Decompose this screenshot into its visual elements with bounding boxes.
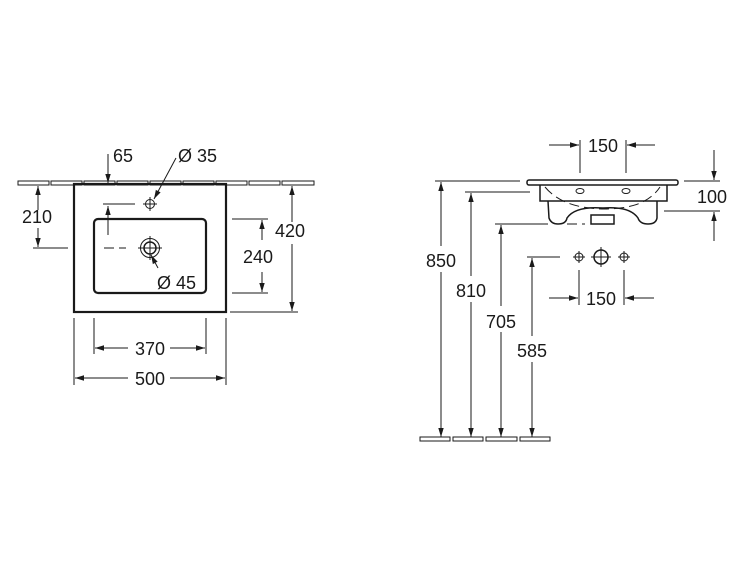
waste-outlet-icon — [591, 247, 611, 267]
basin-rim — [526, 179, 679, 186]
dim-tap-hole: Ø 35 — [178, 146, 217, 166]
dim-rim-height: 850 — [426, 251, 456, 271]
dim-trap-height: 705 — [486, 312, 516, 332]
dim-total-width: 500 — [135, 369, 165, 389]
drain-hole-icon — [138, 236, 162, 260]
dim-underside-height: 810 — [456, 281, 486, 301]
dim-drain-depth: 210 — [22, 207, 52, 227]
bowl-outline — [92, 217, 208, 295]
dim-supply-spacing: 150 — [586, 289, 616, 309]
dim-bowl-depth: 240 — [243, 247, 273, 267]
basin-skirt — [547, 200, 658, 225]
basin-body — [539, 185, 668, 202]
dim-drain-hole: Ø 45 — [157, 273, 196, 293]
dim-bowl-width: 370 — [135, 339, 165, 359]
dim-total-depth: 420 — [275, 221, 305, 241]
trap — [590, 214, 615, 225]
dim-basin-height: 100 — [697, 187, 727, 207]
dim-supply-height: 585 — [517, 341, 547, 361]
dim-tap-spacing-top: 150 — [588, 136, 618, 156]
supply-left-icon — [573, 251, 585, 263]
top-view: 65 Ø 35 Ø 45 210 240 420 370 — [17, 146, 315, 389]
floor-strip — [419, 436, 551, 442]
tap-hole-right-icon — [621, 188, 631, 194]
supply-right-icon — [618, 251, 630, 263]
side-view: 150 100 850 810 705 585 — [419, 136, 727, 442]
dim-tap-offset: 65 — [113, 146, 133, 166]
tap-hole-icon — [143, 197, 157, 211]
tap-hole-left-icon — [575, 188, 585, 194]
basin-outline — [72, 182, 228, 314]
